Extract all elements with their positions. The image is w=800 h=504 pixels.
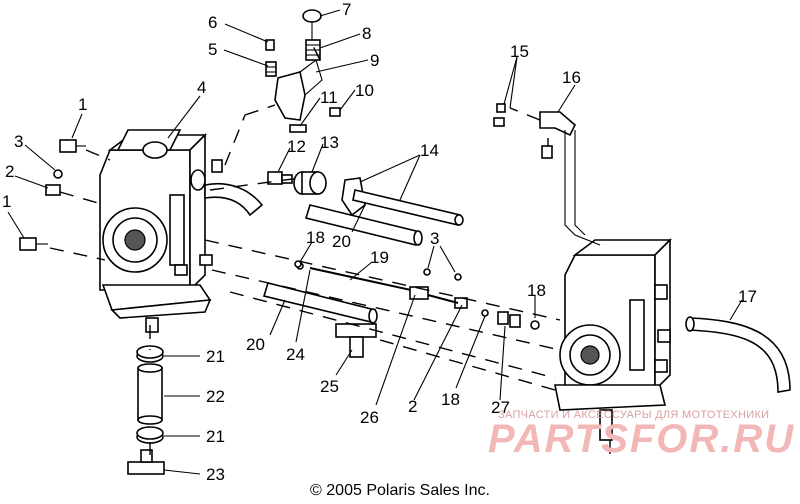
centerlines <box>49 39 611 455</box>
throttle-bracket <box>265 9 341 195</box>
right-bracket <box>493 103 601 246</box>
callout-5: 5 <box>208 40 217 59</box>
callout-21b: 21 <box>206 427 225 446</box>
callout-4: 4 <box>197 78 206 97</box>
callout-26: 26 <box>360 408 379 427</box>
callout-13: 13 <box>320 133 339 152</box>
callout-11: 11 <box>320 88 338 107</box>
vent-hose <box>685 316 791 393</box>
callout-20b: 20 <box>246 335 265 354</box>
callout-12: 12 <box>287 137 306 156</box>
right-carburetor <box>554 238 672 441</box>
left-carburetor <box>99 129 264 333</box>
callout-18a: 18 <box>306 228 325 247</box>
callout-10: 10 <box>355 81 374 100</box>
callout-23: 23 <box>206 465 225 484</box>
fuel-line-parts <box>127 345 165 475</box>
callout-3b: 3 <box>430 229 439 248</box>
watermark-tagline: ЗАПЧАСТИ И АКСЕССУАРЫ ДЛЯ МОТОТЕХНИКИ <box>498 409 770 421</box>
leader-lines <box>7 9 743 475</box>
callout-3a: 3 <box>14 132 23 151</box>
callout-1b: 1 <box>2 192 11 211</box>
callout-17: 17 <box>738 287 757 306</box>
watermark-logo: PARTSFOR.RU <box>488 417 796 461</box>
screws <box>19 139 462 281</box>
callout-22: 22 <box>206 387 225 406</box>
callout-18c: 18 <box>441 390 460 409</box>
copyright-notice: © 2005 Polaris Sales Inc. <box>310 482 490 499</box>
callout-2a: 2 <box>5 162 14 181</box>
callout-20a: 20 <box>332 232 351 251</box>
callout-21a: 21 <box>206 347 225 366</box>
callout-19: 19 <box>370 248 389 267</box>
callout-27: 27 <box>491 398 510 417</box>
callout-1a: 1 <box>78 95 87 114</box>
callout-9: 9 <box>370 51 379 70</box>
callout-15: 15 <box>510 42 529 61</box>
callout-14: 14 <box>420 141 439 160</box>
callout-8: 8 <box>362 24 371 43</box>
callout-labels: 1 1 2 2 3 3 4 5 6 7 8 9 10 11 12 13 14 1… <box>2 0 757 484</box>
callout-7: 7 <box>342 0 351 19</box>
callout-18b: 18 <box>527 281 546 300</box>
callout-6: 6 <box>208 13 217 32</box>
callout-2b: 2 <box>408 397 417 416</box>
linkage-rods <box>262 177 540 358</box>
callout-25: 25 <box>320 377 339 396</box>
callout-24: 24 <box>286 345 305 364</box>
callout-16: 16 <box>562 68 581 87</box>
